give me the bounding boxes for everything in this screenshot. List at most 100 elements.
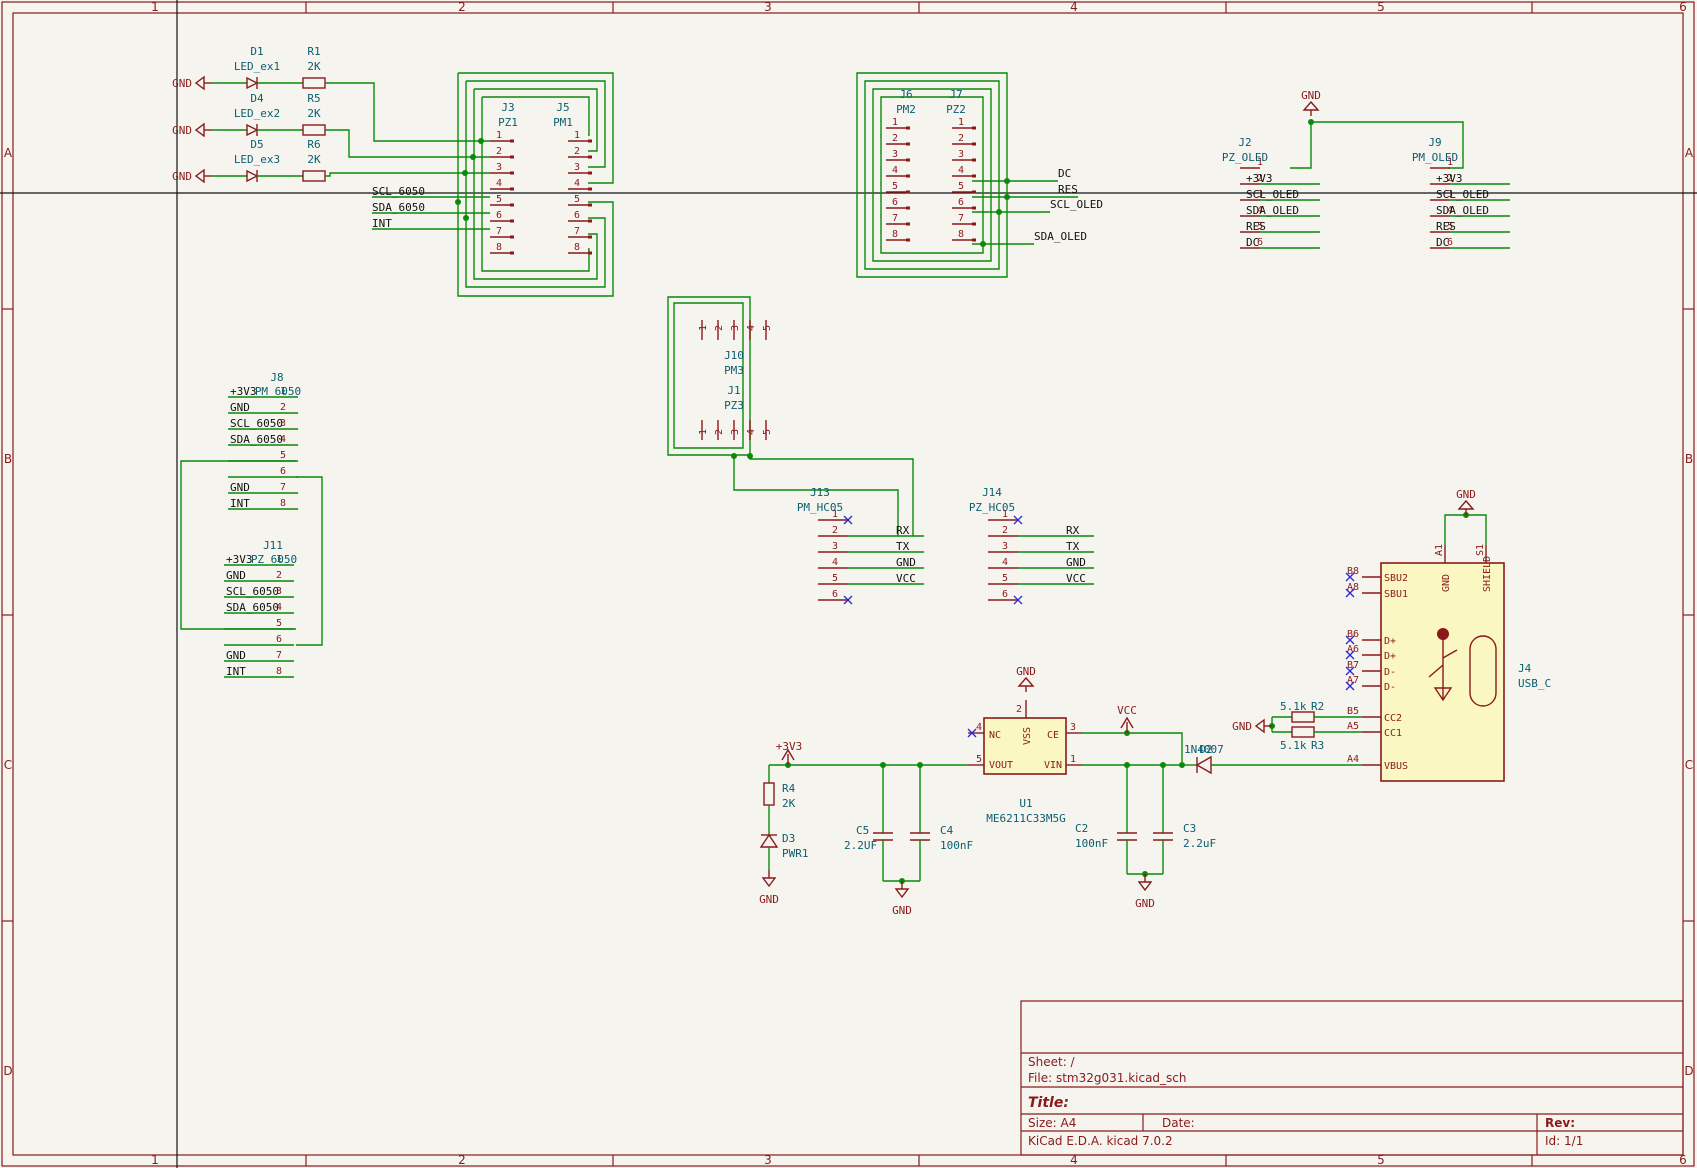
- net-label: SDA_OLED: [1436, 204, 1489, 217]
- zone-row-left: A: [4, 146, 13, 160]
- cap-value: 2.2UF: [844, 839, 877, 852]
- tb-tool: KiCad E.D.A. kicad 7.0.2: [1028, 1134, 1173, 1148]
- pin-number: 2: [1447, 173, 1453, 184]
- res-ref: R6: [307, 138, 320, 151]
- led-body: [246, 169, 259, 183]
- pin-number: 3: [730, 325, 741, 331]
- v33-label: +3V3: [776, 740, 803, 753]
- resistor-body: [302, 170, 326, 182]
- resistor-body: [302, 124, 326, 136]
- net-label: SCL_6050: [226, 585, 279, 598]
- d2-value-visible: 1N4007: [1184, 743, 1224, 756]
- gnd-symbol: GND: [172, 168, 212, 184]
- zone-row-right: B: [1685, 452, 1693, 466]
- net-label: GND: [230, 481, 250, 494]
- tb-date: Date:: [1162, 1116, 1195, 1130]
- led-value: LED_ex1: [234, 60, 280, 73]
- pin-number: 2: [1016, 704, 1022, 715]
- gnd-symbol: GND: [1456, 488, 1476, 515]
- pin-number: 6: [1447, 237, 1453, 248]
- junction: [463, 215, 469, 221]
- connector-j11[interactable]: J11PZ_60501+3V32GND3SCL_60504SDA_6050567…: [224, 539, 297, 678]
- pin-end: [906, 222, 910, 226]
- no-connect-stroke: [1345, 650, 1355, 660]
- pin-end: [972, 158, 976, 162]
- no-connect-stroke: [843, 595, 853, 605]
- oled-gnd-symbol: GND: [1301, 89, 1321, 116]
- net-label: RES: [1058, 183, 1078, 196]
- no-connect-stroke: [1013, 515, 1023, 525]
- j10-j1-wiring: [667, 296, 914, 536]
- no-connect-flag: [1345, 681, 1355, 691]
- pin-end: [588, 203, 592, 207]
- gnd-label: GND: [172, 170, 192, 183]
- pin-number: 2: [892, 133, 898, 144]
- pin-number: 2: [1257, 173, 1263, 184]
- pin-number: 6: [832, 589, 838, 600]
- connector-j8[interactable]: J8PM_60501+3V32GND3SCL_60504SDA_6050567G…: [228, 371, 301, 510]
- cap-value: 100nF: [1075, 837, 1108, 850]
- pin-end: [972, 206, 976, 210]
- no-connect-stroke: [1345, 635, 1355, 645]
- pin-number: 6: [276, 634, 282, 645]
- no-connect-flag: [843, 595, 853, 605]
- pin-name: VIN: [1044, 760, 1062, 771]
- net-label: GND: [226, 569, 246, 582]
- pin-number: 8: [892, 229, 898, 240]
- pin-number: A8: [1347, 582, 1359, 593]
- zone-col-top: 4: [1070, 0, 1078, 14]
- pin-number: 1: [958, 117, 964, 128]
- connector-value: PM2: [896, 103, 916, 116]
- pin-number: B7: [1347, 660, 1359, 671]
- zone-col-bottom: 5: [1377, 1153, 1385, 1167]
- pin-number: 5: [280, 450, 286, 461]
- gnd-symbol: GND: [759, 870, 779, 906]
- junction: [462, 170, 468, 176]
- pin-name: D+: [1384, 651, 1396, 662]
- pin-end: [588, 155, 592, 159]
- vcc-arrow: [1120, 716, 1134, 729]
- pin-number: A6: [1347, 644, 1359, 655]
- pin-number: 6: [280, 466, 286, 477]
- pin-number: 4: [746, 325, 757, 331]
- net-label: RX: [1066, 524, 1080, 537]
- gnd-triangle: [894, 888, 910, 899]
- usb-c-connector[interactable]: B8SBU2A8SBU1B6D+A6D+B7D-A7D-B5CC2A5CC1A4…: [1232, 488, 1551, 782]
- pin-number: 5: [762, 429, 773, 435]
- net-label: +3V3: [1246, 172, 1273, 185]
- junction: [1004, 194, 1010, 200]
- zone-col-bottom: 3: [764, 1153, 772, 1167]
- pin-name: CC1: [1384, 728, 1402, 739]
- gnd-label: GND: [172, 77, 192, 90]
- pin-end: [510, 203, 514, 207]
- zone-col-top: 6: [1679, 0, 1687, 14]
- regulator-ref: U1: [1019, 797, 1032, 810]
- pin-end: [972, 174, 976, 178]
- pin-number: 4: [976, 722, 982, 733]
- res-value: 2K: [307, 153, 321, 166]
- regulator-section[interactable]: NCVOUTCEVINVSS42315GNDU1ME6211C33M5GVCCD…: [759, 665, 1362, 917]
- zone-col-bottom: 1: [151, 1153, 159, 1167]
- pin-number: 1: [280, 386, 286, 397]
- pin-number: 5: [892, 181, 898, 192]
- tb-title: Title:: [1028, 1095, 1069, 1111]
- res-value: 2K: [307, 107, 321, 120]
- res-value: 5.1k: [1280, 739, 1307, 752]
- connector-value: PZ_OLED: [1222, 151, 1268, 164]
- no-connect-flag: [1345, 635, 1355, 645]
- pin-number: 4: [958, 165, 964, 176]
- gnd-triangle: [194, 168, 205, 184]
